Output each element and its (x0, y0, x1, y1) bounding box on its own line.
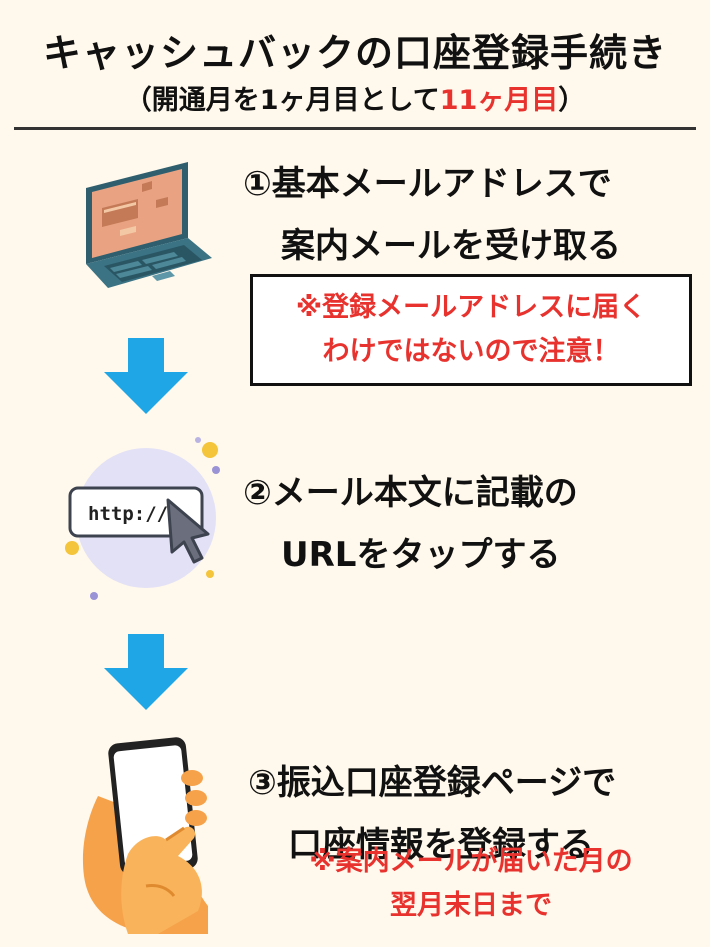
step-2-title: ②メール本文に記載の URLをタップする (243, 462, 578, 586)
step-3-note-line1: ※案内メールが届いた月の (309, 846, 633, 877)
step-2-line1: ②メール本文に記載の (243, 473, 578, 513)
arrow-down-icon (104, 634, 188, 710)
step-1-note-line1: ※登録メールアドレスに届く (295, 292, 647, 323)
step-1-line1: ①基本メールアドレスで (243, 164, 612, 204)
step-3-line2: 口座情報を登録する (288, 825, 594, 865)
url-text: http:// (88, 503, 168, 525)
step-1-warning-box: ※登録メールアドレスに届く わけではないので注意！ (250, 274, 692, 386)
url-cursor-icon: http:// (65, 437, 220, 600)
smartphone-hand-icon (82, 737, 208, 934)
subtitle-prefix: （開通月を1ヶ月目として (124, 85, 440, 116)
arrow-down-icon (104, 338, 188, 414)
step-1-title: ①基本メールアドレスで 案内メールを受け取る (243, 153, 621, 277)
header-divider (14, 127, 696, 130)
step-2-line2: URLをタップする (281, 535, 561, 575)
page-subtitle: （開通月を1ヶ月目として11ヶ月目） (0, 78, 710, 117)
step-3-title: ③振込口座登録ページで 口座情報を登録する (248, 752, 616, 876)
step-1-line2: 案内メールを受け取る (281, 226, 621, 266)
subtitle-suffix: ） (558, 85, 586, 116)
step-3-deadline-note: ※案内メールが届いた月の 翌月末日まで (256, 840, 686, 928)
step-3-line1: ③振込口座登録ページで (248, 763, 617, 803)
laptop-icon (86, 162, 212, 288)
page-title: キャッシュバックの口座登録手続き (42, 31, 667, 75)
step-1-note-line2: わけではないので注意！ (322, 336, 620, 367)
step-3-note-line2: 翌月末日まで (390, 890, 552, 921)
subtitle-highlight: 11ヶ月目 (439, 85, 559, 116)
